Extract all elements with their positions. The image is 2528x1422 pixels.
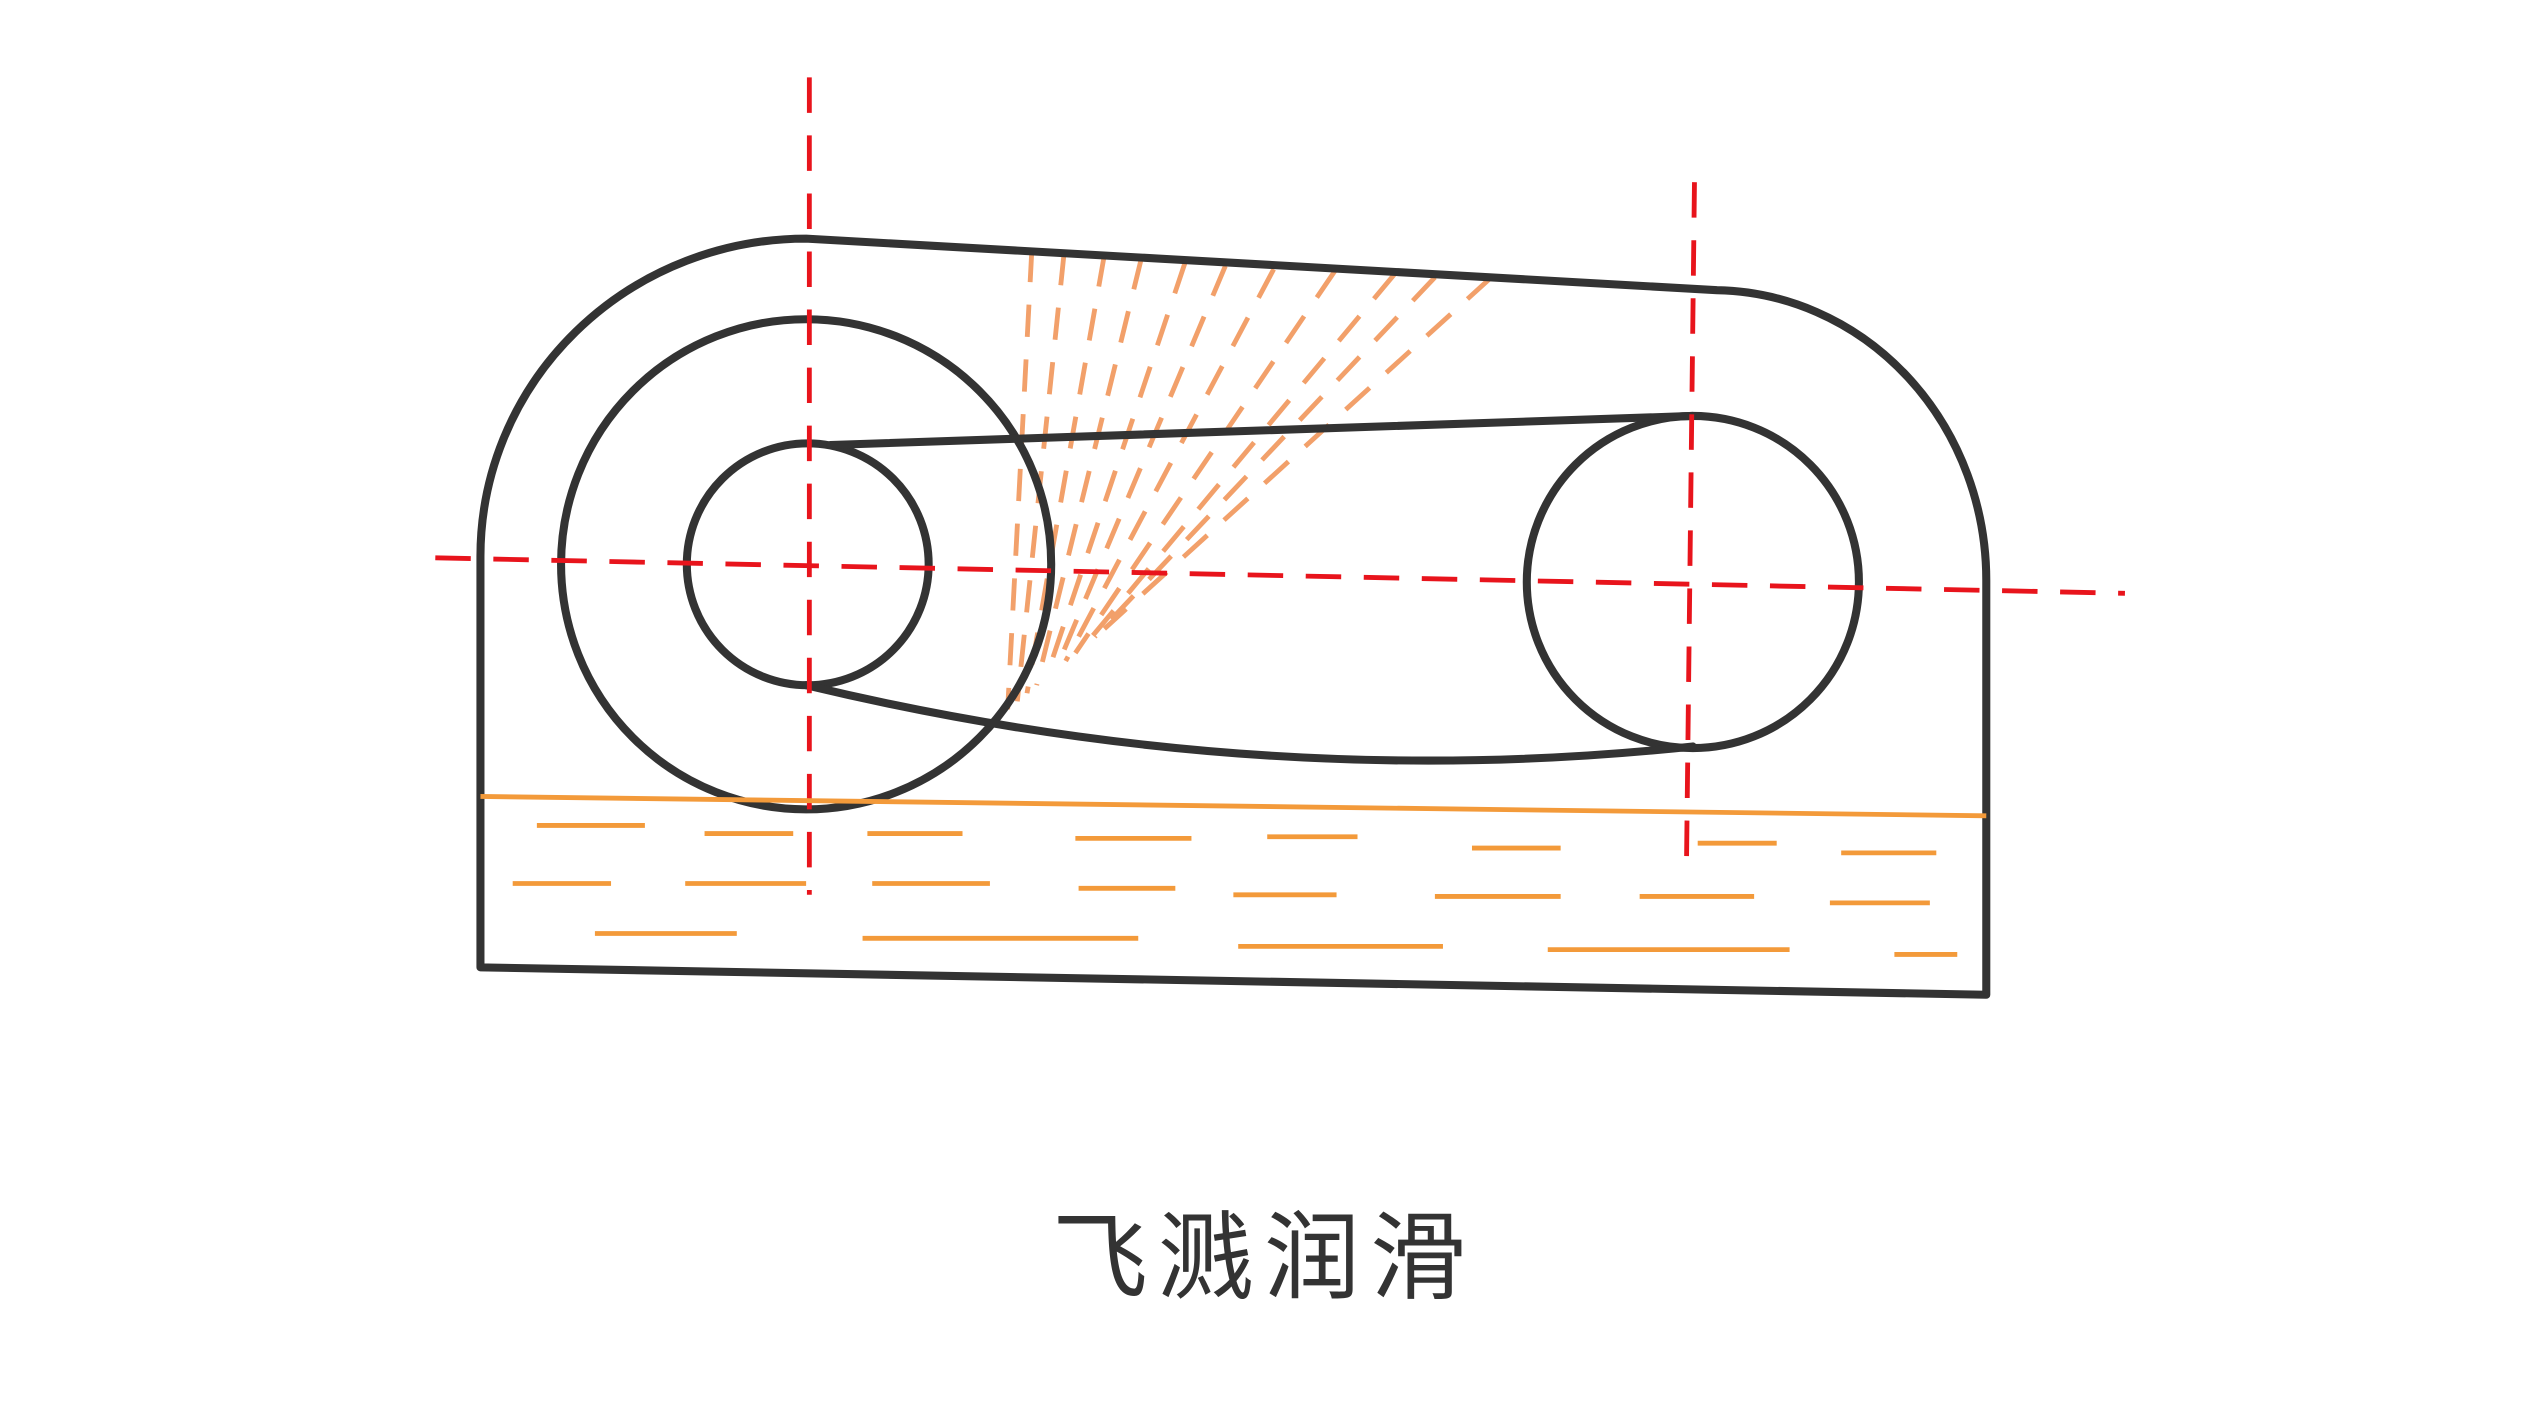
large-gear (557, 315, 1056, 814)
splash-ray (1014, 252, 1067, 702)
belt-top (826, 411, 1697, 450)
splash-ray (1005, 249, 1035, 710)
splash-ray (1083, 272, 1397, 647)
center-lines (435, 77, 2125, 895)
splash-ray (1073, 269, 1337, 655)
splash-ray (1044, 262, 1188, 678)
splash-ray (1063, 268, 1276, 663)
housing-outline (476, 234, 1991, 999)
oil-surface-line (480, 794, 1987, 819)
splash-ray (1092, 275, 1437, 639)
splash-ray (1034, 257, 1144, 686)
right-pulley (1522, 411, 1863, 753)
belt-bottom (802, 681, 1697, 765)
oil-bath (512, 823, 1958, 957)
oil-splash-spray (1005, 249, 1493, 710)
centerline-horizontal (435, 555, 2125, 596)
splash-ray (1053, 265, 1228, 671)
splash-ray (1024, 254, 1107, 694)
diagram-caption: 飞溅润滑 (1052, 1202, 1476, 1314)
